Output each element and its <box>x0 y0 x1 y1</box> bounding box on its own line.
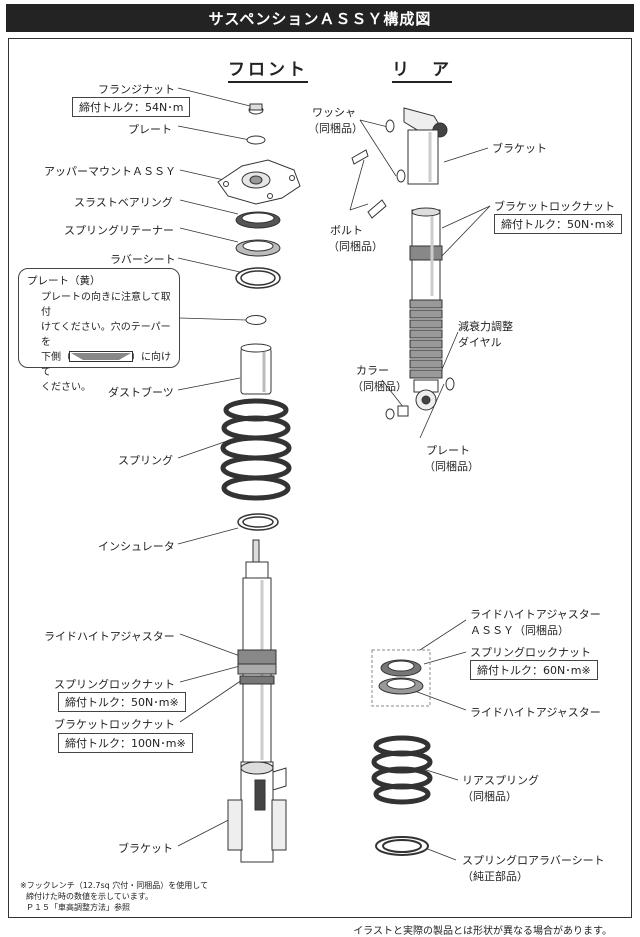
front-rubber-seat-label: ラバーシート <box>110 253 176 266</box>
front-spring-lock-torque: 締付トルク：50N･m※ <box>58 692 186 712</box>
rear-damping-dial-label: 減衰力調整 <box>458 320 513 333</box>
diagram-frame <box>8 38 632 918</box>
rear-damping-dial-label-2: ダイヤル <box>458 336 502 349</box>
front-flange-nut-shape <box>248 103 264 115</box>
rear-bolt-label: ボルト <box>330 224 363 237</box>
rear-bolts-shape <box>351 149 387 219</box>
page-title: サスペンションＡＳＳＹ構成図 <box>6 4 634 32</box>
rear-bracket-shape <box>403 107 448 185</box>
rear-adjuster-shape <box>378 659 424 695</box>
front-spring-retainer-shape <box>235 239 281 257</box>
rear-bracket-lock-nut-label: ブラケットロックナット <box>494 200 615 213</box>
rear-spring-lock-torque: 締付トルク：60N･m※ <box>470 660 598 680</box>
rear-damper-shape <box>409 207 443 301</box>
rear-plate-sub: （同梱品） <box>424 460 479 473</box>
rear-lower-rubber-seat-label: スプリングロアラバーシート <box>462 854 605 867</box>
front-bracket-label: ブラケット <box>118 842 173 855</box>
front-spring-label: スプリング <box>118 454 173 467</box>
note-line: けてください。穴のテーパーを <box>41 322 171 348</box>
note-line: プレートの向きに注意して取付 <box>41 292 171 318</box>
rear-lower-eye-shape <box>385 377 455 420</box>
rear-adjuster-highlight-box <box>371 649 431 707</box>
rear-spring-lock-nut-label: スプリングロックナット <box>470 646 591 659</box>
front-upper-mount-shape <box>217 159 301 205</box>
yellow-plate-note: プレート（黄） プレートの向きに注意して取付 けてください。穴のテーパーを 下側… <box>18 268 180 393</box>
footnote-line: 締付けた時の数値を示しています。 <box>26 892 153 901</box>
rear-lower-rubber-seat-shape <box>375 836 429 856</box>
rear-washers-shape <box>385 119 406 183</box>
rear-bolt-sub: （同梱品） <box>328 240 383 253</box>
rear-plate-label: プレート <box>426 444 470 457</box>
front-upper-mount-label: アッパーマウントＡＳＳＹ <box>44 165 176 178</box>
rear-collar-sub: （同梱品） <box>352 380 407 393</box>
rear-spring-label: リアスプリング <box>462 774 539 787</box>
rear-header: リ ア <box>392 55 452 83</box>
front-bracket-shape <box>227 761 287 863</box>
front-thrust-bearing-shape <box>235 211 281 229</box>
front-bracket-lock-torque: 締付トルク：100N･m※ <box>58 733 193 753</box>
rear-washer-label: ワッシャ <box>312 106 356 119</box>
rear-collar-label: カラー <box>356 364 389 377</box>
footnote-line: ※フックレンチ（12.7sq 穴付・同梱品）を使用して <box>20 881 209 890</box>
front-insulator-label: インシュレータ <box>98 540 175 553</box>
rear-spring-sub: （同梱品） <box>462 790 517 803</box>
front-spring-shape <box>220 398 292 501</box>
torque-footnote: ※フックレンチ（12.7sq 穴付・同梱品）を使用して 締付けた時の数値を示して… <box>20 880 208 913</box>
front-spring-retainer-label: スプリングリテーナー <box>64 224 174 237</box>
disclaimer: イラストと実際の製品とは形状が異なる場合があります。 <box>353 926 612 937</box>
front-rubber-seat-shape <box>235 267 281 289</box>
front-insulator-shape <box>237 513 279 531</box>
rear-adjuster-label: ライドハイトアジャスター <box>470 706 601 719</box>
rear-lower-rubber-seat-sub: （純正部品） <box>462 870 528 883</box>
front-ride-height-adjuster-label: ライドハイトアジャスター <box>44 630 175 643</box>
rear-bracket-label: ブラケット <box>492 142 547 155</box>
front-flange-nut-label: フランジナット <box>98 83 175 96</box>
rear-bracket-lock-torque: 締付トルク：50N･m※ <box>494 214 622 234</box>
front-dust-boot-label: ダストブーツ <box>108 386 174 399</box>
front-damper-shape <box>237 539 277 763</box>
front-yellow-plate-shape <box>245 315 267 325</box>
front-header: フロント <box>228 55 308 83</box>
rear-spring-shape <box>371 735 433 805</box>
rear-damper-boot-shape <box>409 299 443 379</box>
front-spring-lock-nut-label: スプリングロックナット <box>54 678 175 691</box>
rear-adjuster-assy-sub: ＡＳＳＹ（同梱品） <box>470 624 569 637</box>
front-dust-boot-shape <box>240 343 272 395</box>
note-title: プレート（黄） <box>27 275 101 287</box>
front-plate-shape <box>246 135 266 145</box>
front-thrust-bearing-label: スラストベアリング <box>74 196 173 209</box>
rear-washer-sub: （同梱品） <box>308 122 363 135</box>
footnote-line: Ｐ１５「車高調整方法」参照 <box>26 903 130 912</box>
rear-adjuster-assy-label: ライドハイトアジャスター <box>470 608 601 621</box>
front-bracket-lock-nut-label: ブラケットロックナット <box>54 718 175 731</box>
note-line: ください。 <box>41 382 91 393</box>
front-flange-nut-torque: 締付トルク：54N･m <box>72 97 191 117</box>
plate-orientation-icon <box>69 351 133 362</box>
front-plate-label: プレート <box>128 123 172 136</box>
